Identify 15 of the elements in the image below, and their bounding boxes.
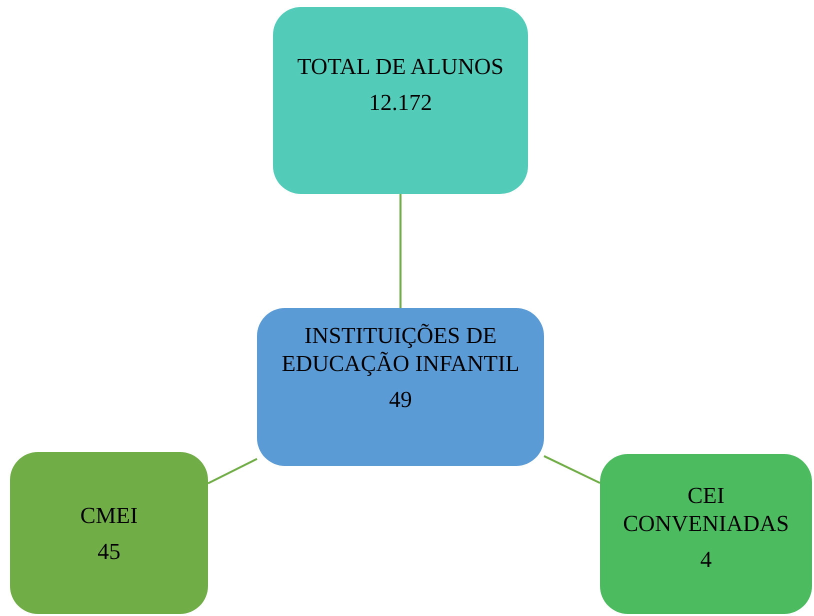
box-text: CEI CONVENIADAS [622,482,790,538]
box-text: 12.172 [368,89,434,117]
box-text: 4 [699,546,713,574]
rounded-box [273,7,528,194]
box-text: CMEI [79,502,139,530]
rounded-box [257,308,544,466]
connector-line [400,194,402,308]
box-text: INSTITUIÇÕES DE EDUCAÇÃO INFANTIL [280,322,520,378]
box-text: 45 [96,538,122,566]
rounded-box [10,452,208,614]
box-text: TOTAL DE ALUNOS [296,53,505,81]
rounded-box [600,454,812,614]
connector-line [544,455,600,484]
box-text: 49 [388,386,413,414]
connector-line [208,458,258,484]
